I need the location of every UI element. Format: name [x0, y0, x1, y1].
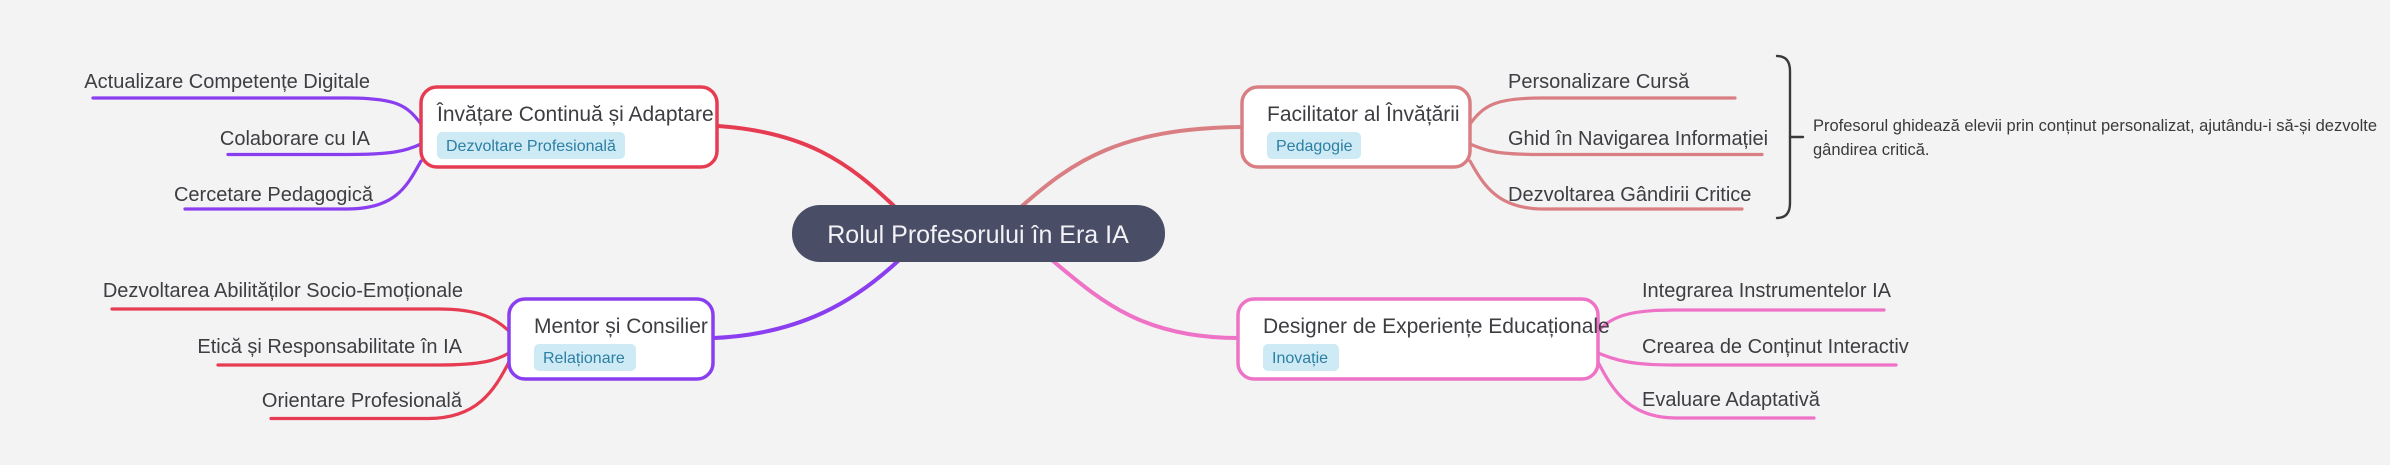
- link-mentor-child-3: [269, 360, 511, 421]
- branch-tag-pill: [437, 132, 625, 159]
- link-mentor-child-1: [110, 307, 511, 333]
- link-mentor-child-2: [216, 351, 511, 367]
- branch-tag-label: Inovație: [1272, 350, 1328, 367]
- child-node-label[interactable]: Ghid în Navigarea Informației: [1508, 128, 1768, 150]
- branch-tag-label: Dezvoltare Profesională: [446, 138, 616, 155]
- link-invatare-child-1: [91, 96, 423, 126]
- annotation-note-line: Profesorul ghidează elevii prin conținut…: [1813, 117, 2377, 135]
- link-designer-child-2: [1596, 351, 1898, 367]
- central-node[interactable]: Rolul Profesorului în Era IA: [792, 205, 1165, 262]
- link-designer-child-3: [1596, 360, 1816, 420]
- link-designer-child-1: [1596, 308, 1886, 333]
- link-invatare-child-3: [183, 159, 423, 211]
- branch-tag-pill: [1267, 132, 1361, 159]
- annotation-note-line: gândirea critică.: [1813, 141, 1929, 159]
- link-central-to-facilitator: [1020, 125, 1244, 208]
- link-central-to-mentor: [712, 259, 900, 340]
- branch-facilitator: Personalizare Cursă Ghid în Navigarea In…: [1240, 54, 2377, 220]
- branch-designer: Integrarea Instrumentelor IA Crearea de …: [1236, 280, 1909, 420]
- branch-tag-pill: [534, 344, 636, 371]
- branch-tag-label: Pedagogie: [1276, 138, 1353, 155]
- link-invatare-child-2: [226, 142, 423, 157]
- branch-invatare-continua: Actualizare Competențe Digitale Colabora…: [84, 71, 719, 211]
- link-central-to-invatare: [716, 124, 896, 208]
- branch-node-title: Facilitator al Învățării: [1267, 103, 1460, 126]
- central-node-pill[interactable]: [792, 205, 1165, 262]
- child-node-label[interactable]: Personalizare Cursă: [1508, 71, 1690, 93]
- child-node-label[interactable]: Dezvoltarea Abilităților Socio-Emoțional…: [103, 280, 463, 302]
- link-central-to-designer: [1051, 259, 1240, 340]
- child-node-label[interactable]: Integrarea Instrumentelor IA: [1642, 280, 1892, 302]
- link-facilitator-child-1: [1468, 96, 1737, 126]
- central-node-label: Rolul Profesorului în Era IA: [827, 221, 1129, 249]
- main-branch-links: [712, 124, 1244, 340]
- branch-node-title: Învățare Continuă și Adaptare: [436, 103, 714, 126]
- child-node-label[interactable]: Crearea de Conținut Interactiv: [1642, 336, 1909, 358]
- branch-tag-pill: [1263, 344, 1339, 371]
- annotation-bracket: [1775, 54, 1792, 220]
- branch-node-title: Designer de Experiențe Educaționale: [1263, 315, 1610, 338]
- child-node-label[interactable]: Actualizare Competențe Digitale: [84, 71, 370, 93]
- branch-mentor: Dezvoltarea Abilităților Socio-Emoțional…: [103, 280, 715, 421]
- branch-tag-label: Relaționare: [543, 350, 625, 367]
- child-node-label[interactable]: Etică și Responsabilitate în IA: [197, 336, 462, 358]
- child-node-label[interactable]: Orientare Profesională: [262, 390, 463, 412]
- link-facilitator-child-3: [1468, 159, 1744, 211]
- child-node-label[interactable]: Evaluare Adaptativă: [1642, 389, 1821, 411]
- child-node-label[interactable]: Dezvoltarea Gândirii Critice: [1508, 184, 1751, 206]
- child-node-label[interactable]: Cercetare Pedagogică: [174, 184, 374, 206]
- branch-node-title: Mentor și Consilier: [534, 315, 708, 338]
- child-node-label[interactable]: Colaborare cu IA: [220, 128, 371, 150]
- link-facilitator-child-2: [1468, 142, 1764, 157]
